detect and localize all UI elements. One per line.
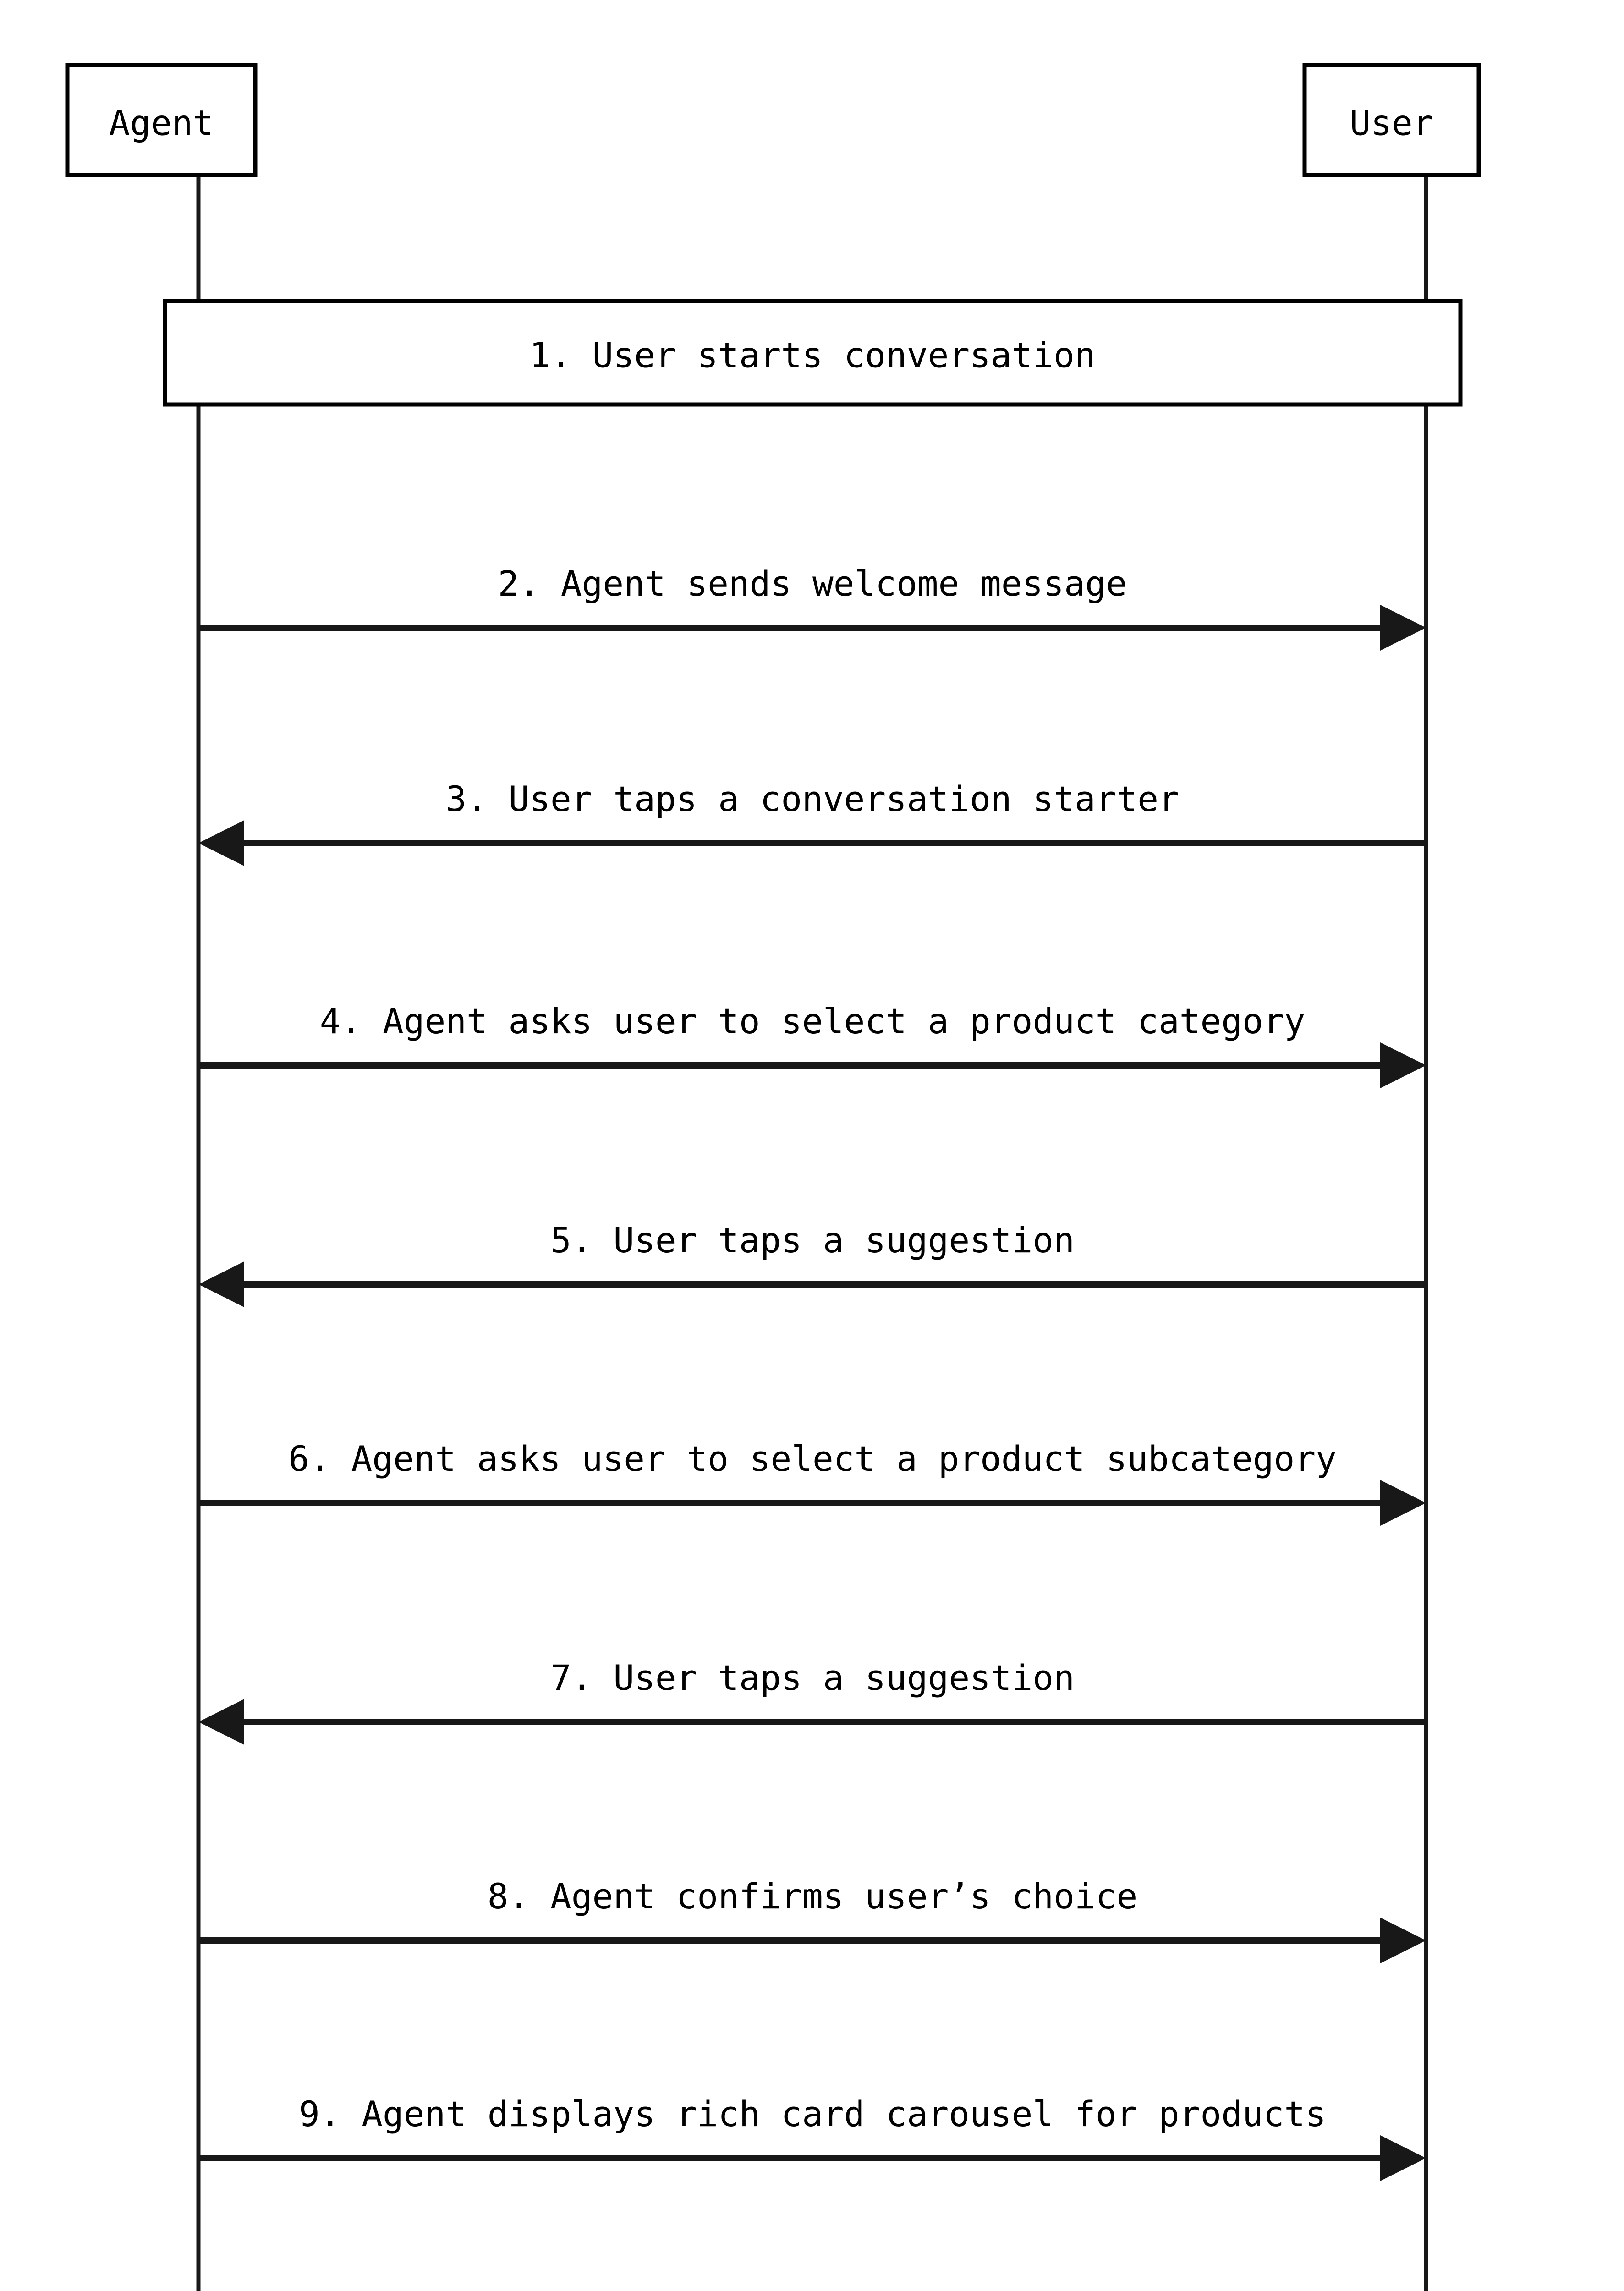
message-7[interactable]: 7. User taps a suggestion: [198, 1657, 1424, 1745]
note-step-1-label: 1. User starts conversation: [529, 335, 1095, 376]
message-2[interactable]: 2. Agent sends welcome message: [200, 563, 1426, 651]
message-6-arrowhead: [1380, 1480, 1426, 1526]
message-3-label: 3. User taps a conversation starter: [445, 778, 1179, 819]
message-7-label: 7. User taps a suggestion: [550, 1657, 1075, 1698]
participant-agent-top[interactable]: Agent: [65, 63, 258, 177]
message-5-label: 5. User taps a suggestion: [550, 1220, 1075, 1261]
message-5-arrowhead: [198, 1261, 244, 1307]
message-4-label: 4. Agent asks user to select a product c…: [320, 1001, 1306, 1041]
message-2-arrowhead: [1380, 605, 1426, 651]
message-8-arrowhead: [1380, 1918, 1426, 1963]
message-8-label: 8. Agent confirms user’s choice: [488, 1876, 1137, 1917]
message-4[interactable]: 4. Agent asks user to select a product c…: [200, 1001, 1426, 1088]
message-9-label: 9. Agent displays rich card carousel for…: [299, 2094, 1326, 2134]
message-7-arrowhead: [198, 1699, 244, 1745]
message-2-label: 2. Agent sends welcome message: [498, 563, 1127, 604]
participant-user-top[interactable]: User: [1302, 63, 1481, 177]
participant-user-top-label: User: [1350, 103, 1433, 143]
message-6-label: 6. Agent asks user to select a product s…: [288, 1438, 1337, 1479]
participant-agent-top-label: Agent: [109, 103, 214, 143]
lifelines: [196, 175, 1428, 2291]
message-4-arrowhead: [1380, 1042, 1426, 1088]
message-8[interactable]: 8. Agent confirms user’s choice: [200, 1876, 1426, 1963]
message-9[interactable]: 9. Agent displays rich card carousel for…: [200, 2094, 1426, 2181]
message-5[interactable]: 5. User taps a suggestion: [198, 1220, 1424, 1307]
note-step-1[interactable]: 1. User starts conversation: [163, 299, 1463, 407]
message-3[interactable]: 3. User taps a conversation starter: [198, 778, 1424, 866]
message-9-arrowhead: [1380, 2135, 1426, 2181]
message-6[interactable]: 6. Agent asks user to select a product s…: [200, 1438, 1426, 1526]
message-3-arrowhead: [198, 820, 244, 866]
